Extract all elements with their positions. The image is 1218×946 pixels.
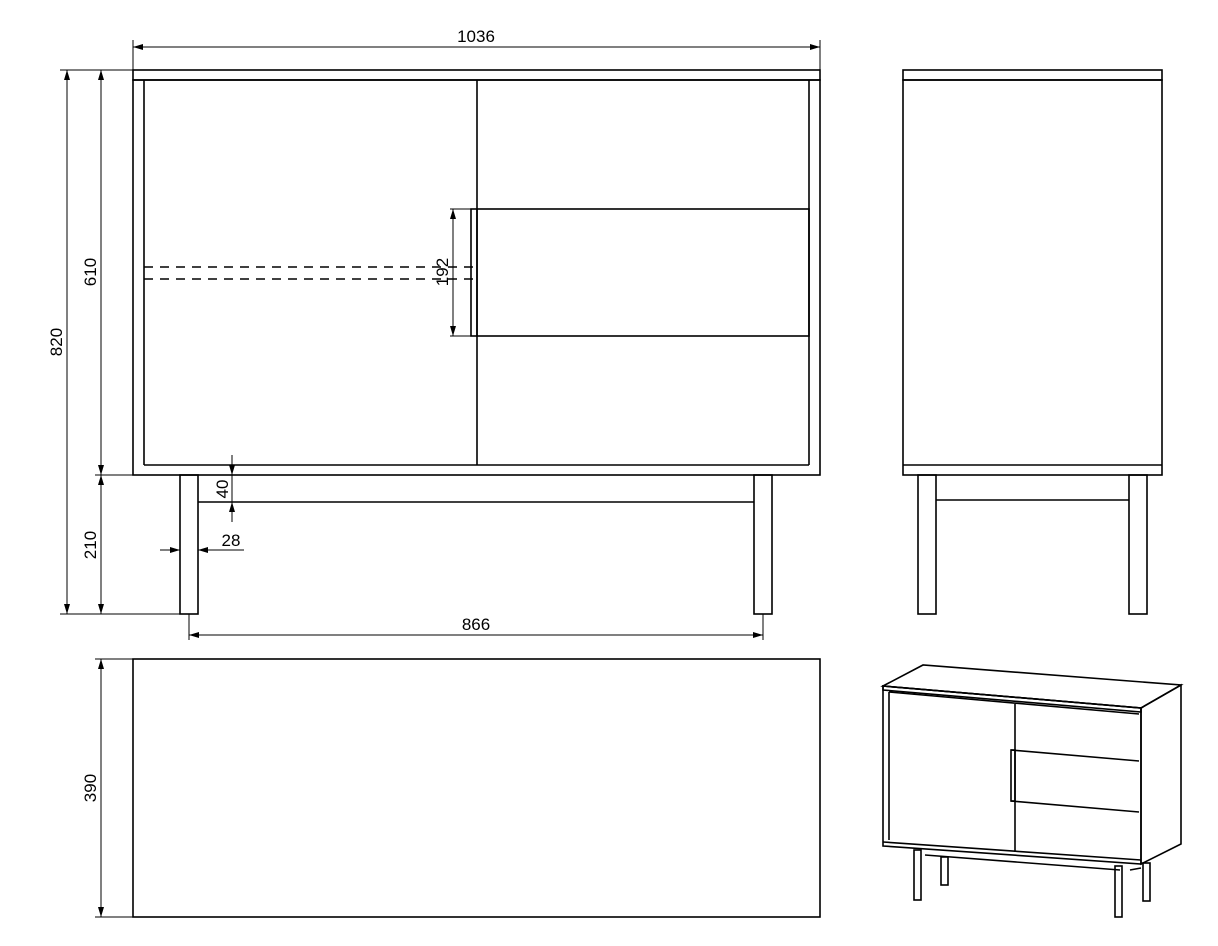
dimension-overall-height: 820 <box>47 69 180 615</box>
dimension-leg-height: 210 <box>81 475 104 614</box>
dim-label: 866 <box>462 615 490 634</box>
dim-label: 390 <box>81 774 100 802</box>
dim-label: 610 <box>81 258 100 286</box>
dim-label: 820 <box>47 328 66 356</box>
dimension-body-height: 610 <box>81 70 133 476</box>
dimension-leg-spacing: 866 <box>188 614 764 640</box>
isometric-view <box>880 664 1184 918</box>
side-view <box>902 69 1163 615</box>
leg-left <box>179 474 199 615</box>
leg-right <box>753 474 773 615</box>
dim-label: 40 <box>213 480 232 499</box>
dim-label: 192 <box>433 258 452 286</box>
dimension-stretcher-height: 40 <box>213 455 235 522</box>
dim-label: 1036 <box>457 27 495 46</box>
dim-label: 210 <box>81 531 100 559</box>
dimension-depth: 390 <box>81 658 133 918</box>
dimension-overall-width: 1036 <box>132 27 821 70</box>
top-view <box>132 658 821 918</box>
dimension-leg-width: 28 <box>160 531 244 553</box>
dimension-handle-height: 192 <box>433 208 471 337</box>
drawer <box>470 208 810 337</box>
dim-label: 28 <box>222 531 241 550</box>
